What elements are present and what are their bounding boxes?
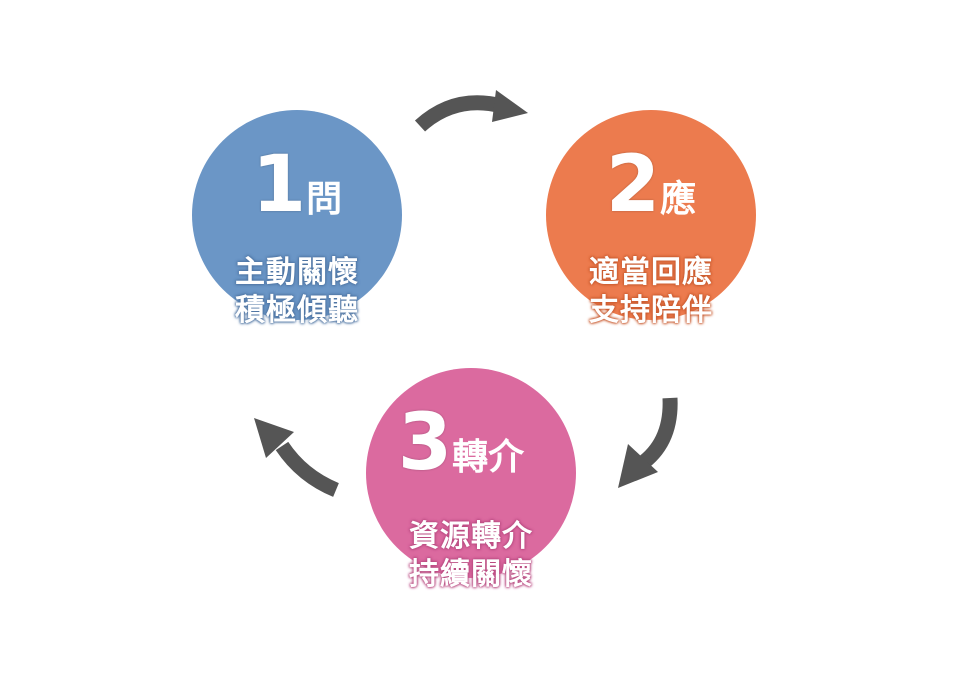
step-3-circle: 3轉介 資源轉介 持續關懷 — [366, 368, 576, 592]
step-1-word: 問 — [306, 179, 343, 220]
step-2-number: 2 — [605, 140, 661, 230]
step-1-description: 主動關懷 積極傾聽 — [192, 254, 402, 330]
step-3-line-1: 資源轉介 — [409, 519, 533, 554]
step-1-line-1: 主動關懷 — [235, 255, 359, 290]
step-2-word: 應 — [660, 179, 697, 220]
step-2-heading: 2應 — [546, 146, 756, 224]
step-2-description: 適當回應 支持陪伴 — [546, 254, 756, 330]
curved-arrow-right-icon — [414, 90, 528, 132]
step-1-heading: 1問 — [192, 146, 402, 224]
curved-arrow-up-icon — [254, 418, 340, 497]
step-3-line-2: 持續關懷 — [409, 557, 533, 592]
step-1-number: 1 — [251, 140, 307, 230]
step-2-circle: 2應 適當回應 支持陪伴 — [546, 110, 756, 328]
step-2-line-1: 適當回應 — [589, 255, 713, 290]
step-3-heading: 3轉介 — [356, 404, 566, 482]
step-3-word: 轉介 — [452, 437, 525, 478]
step-1-circle: 1問 主動關懷 積極傾聽 — [192, 110, 402, 328]
curved-arrow-down-icon — [618, 397, 678, 488]
step-3-description: 資源轉介 持續關懷 — [366, 518, 576, 594]
step-3-number: 3 — [397, 398, 453, 488]
step-1-line-2: 積極傾聽 — [235, 293, 359, 328]
step-2-line-2: 支持陪伴 — [589, 293, 713, 328]
